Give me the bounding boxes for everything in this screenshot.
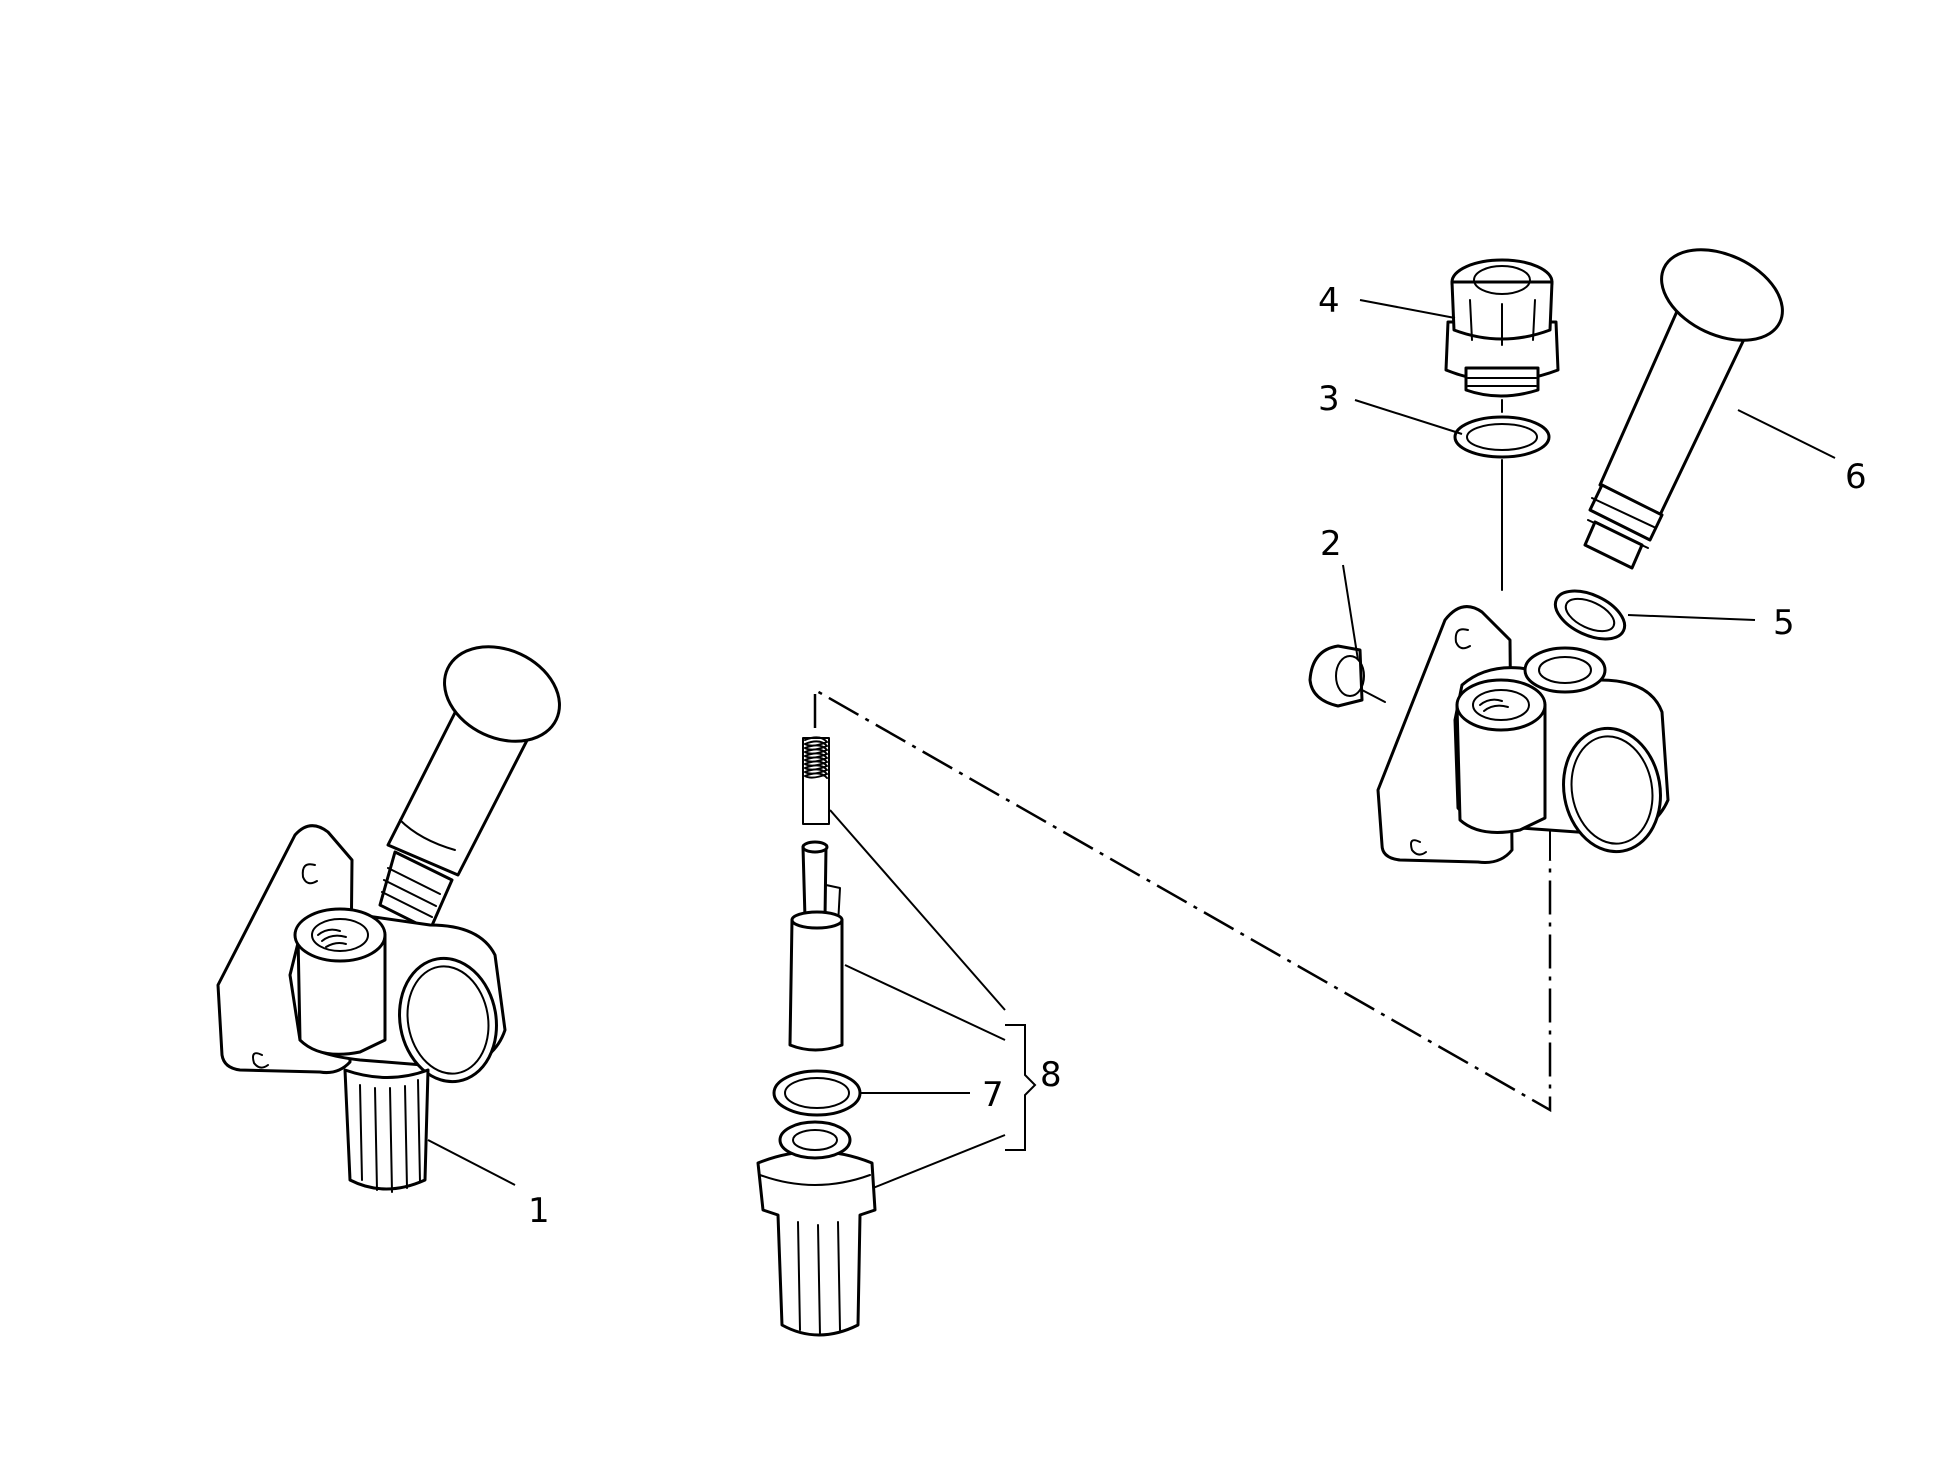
callout-labels: 1 2 3 4 5 6 7 8: [528, 281, 1867, 1231]
filter-insert-parts: [756, 736, 877, 1337]
assembly-line: [813, 687, 1552, 1113]
leader-lines: [427, 299, 1836, 1189]
callout-1: 1: [528, 1191, 550, 1231]
callout-8: 8: [1040, 1055, 1062, 1095]
callout-4: 4: [1318, 281, 1340, 321]
callout-5: 5: [1773, 603, 1795, 643]
callout-3: 3: [1318, 379, 1340, 419]
exploded-feed-pump: [1308, 248, 1784, 864]
callout-7: 7: [982, 1075, 1004, 1115]
callout-6: 6: [1845, 457, 1867, 497]
callout-2: 2: [1320, 524, 1342, 564]
assembled-feed-pump: [216, 645, 561, 1193]
